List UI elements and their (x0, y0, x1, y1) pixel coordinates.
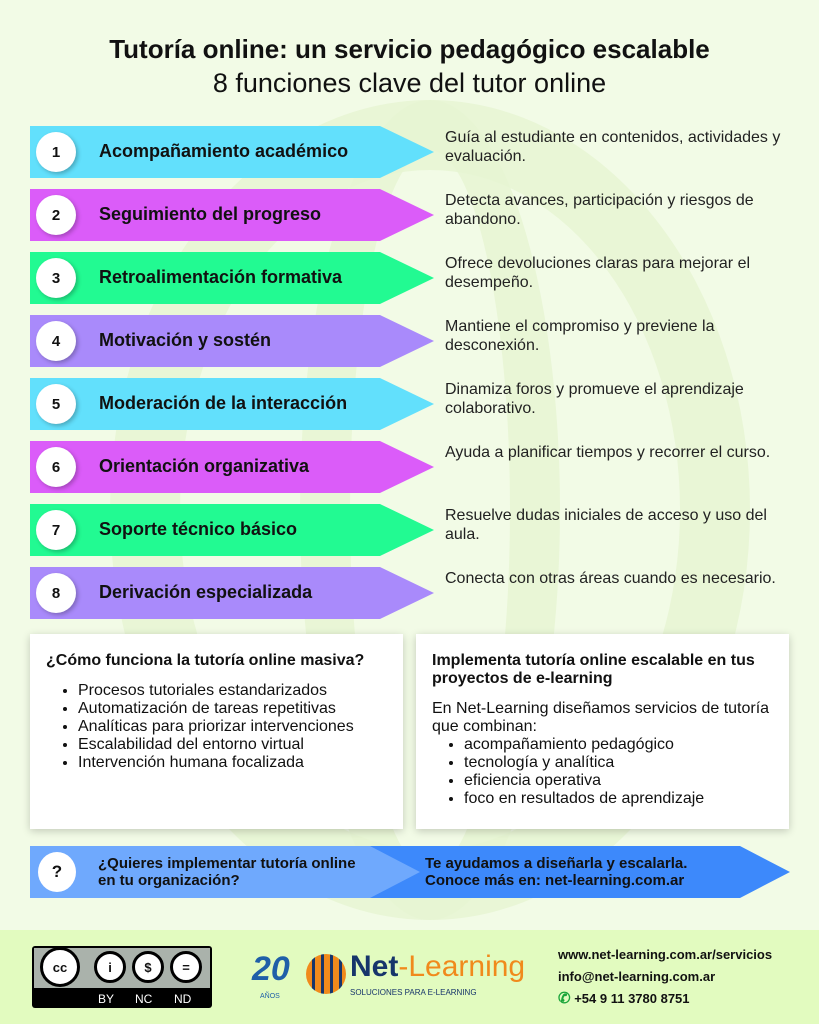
list-item: tecnología y analítica (464, 754, 773, 772)
function-arrow (30, 189, 434, 241)
function-description: Ayuda a planificar tiempos y recorrer el… (445, 444, 771, 461)
cta-question: ¿Quieres implementar tutoría online en t… (98, 855, 356, 889)
function-description: Dinamiza foros y promueve el aprendizaje… (445, 381, 744, 417)
list-item: acompañamiento pedagógico (464, 736, 773, 754)
cc-license-badge[interactable]: cc i $ = BY NC ND (32, 946, 212, 1008)
function-label: Seguimiento del progreso (99, 204, 322, 224)
function-arrow (30, 504, 434, 556)
function-row: 4 Motivación y sostén Mantiene el compro… (30, 315, 810, 367)
brand-learning: -Learning (398, 950, 526, 983)
function-number: 2 (36, 195, 76, 235)
function-label: Acompañamiento académico (99, 141, 349, 161)
anniversary-number: 20 (252, 950, 290, 988)
whatsapp-icon: ✆ (558, 990, 571, 1007)
function-number: 8 (36, 573, 76, 613)
implement-box: Implementa tutoría online escalable en t… (416, 634, 789, 829)
list-item: eficiencia operativa (464, 772, 773, 790)
cta-answer-link[interactable]: Conoce más en: net-learning.com.ar (425, 872, 685, 889)
list-item: Analíticas para priorizar intervenciones (78, 718, 387, 736)
implement-title: Implementa tutoría online escalable en t… (432, 652, 755, 687)
function-arrow (30, 378, 434, 430)
function-arrow (30, 252, 434, 304)
function-description: Detecta avances, participación y riesgos… (445, 192, 754, 228)
function-row: 7 Soporte técnico básico Resuelve dudas … (30, 504, 810, 556)
globe-icon (306, 954, 346, 994)
list-item: Automatización de tareas repetitivas (78, 700, 387, 718)
function-number: 7 (36, 510, 76, 550)
noderivatives-icon: = (170, 951, 202, 983)
function-number: 4 (36, 321, 76, 361)
list-item: Escalabilidad del entorno virtual (78, 736, 387, 754)
function-arrow (30, 315, 434, 367)
anniversary-label: AÑOS (260, 993, 280, 1000)
how-it-works-title: ¿Cómo funciona la tutoría online masiva? (46, 652, 365, 669)
function-arrow (30, 567, 434, 619)
list-item: Procesos tutoriales estandarizados (78, 682, 387, 700)
function-label: Soporte técnico básico (99, 519, 298, 539)
net-learning-logo: 20 AÑOS Net-Learning SOLUCIONES PARA E-L… (252, 946, 542, 1010)
list-item: Intervención humana focalizada (78, 754, 387, 772)
function-description: Guía al estudiante en contenidos, activi… (445, 129, 781, 165)
nc-label: NC (135, 992, 153, 1006)
function-description: Resuelve dudas iniciales de acceso y uso… (445, 507, 767, 543)
function-label: Moderación de la interacción (99, 393, 348, 413)
brand-tagline: SOLUCIONES PARA E-LEARNING (350, 988, 477, 997)
function-description: Conecta con otras áreas cuando es necesa… (445, 570, 776, 587)
function-row: 6 Orientación organizativa Ayuda a plani… (30, 441, 810, 493)
page-subtitle: 8 funciones clave del tutor online (212, 68, 607, 98)
cta-answer-line1: Te ayudamos a diseñarla y escalarla. (425, 855, 688, 872)
function-label: Retroalimentación formativa (99, 267, 343, 287)
noncommercial-icon: $ (132, 951, 164, 983)
by-label: BY (98, 992, 115, 1006)
function-label: Motivación y sostén (99, 330, 272, 350)
nd-label: ND (174, 992, 192, 1006)
function-row: 1 Acompañamiento académico Guía al estud… (30, 126, 810, 178)
email-link[interactable]: info@net-learning.com.ar (558, 969, 716, 984)
cc-icon: cc (40, 947, 80, 987)
list-item: foco en resultados de aprendizaje (464, 790, 773, 808)
footer: cc i $ = BY NC ND 20 AÑOS Net-Learning S… (0, 930, 819, 1024)
question-icon: ? (38, 852, 76, 892)
cta-arrow-left (30, 846, 420, 898)
brand-net: Net (350, 950, 399, 983)
function-arrow (30, 441, 434, 493)
function-description: Ofrece devoluciones claras para mejorar … (445, 255, 751, 291)
function-description: Mantiene el compromiso y previene la des… (445, 318, 715, 354)
function-row: 8 Derivación especializada Conecta con o… (30, 567, 810, 619)
attribution-icon: i (94, 951, 126, 983)
website-link[interactable]: www.net-learning.com.ar/servicios (558, 947, 773, 962)
how-it-works-box: ¿Cómo funciona la tutoría online masiva?… (30, 634, 403, 829)
function-number: 1 (36, 132, 76, 172)
page-title: Tutoría online: un servicio pedagógico e… (109, 34, 710, 64)
function-row: 3 Retroalimentación formativa Ofrece dev… (30, 252, 810, 304)
cta-banner[interactable]: ? ¿Quieres implementar tutoría online en… (30, 846, 790, 898)
function-label: Orientación organizativa (99, 456, 310, 476)
implement-intro: En Net-Learning diseñamos servicios de t… (432, 700, 770, 735)
function-number: 5 (36, 384, 76, 424)
phone-number[interactable]: +54 9 11 3780 8751 (574, 991, 690, 1006)
function-label: Derivación especializada (99, 582, 313, 602)
function-number: 6 (36, 447, 76, 487)
function-row: 2 Seguimiento del progreso Detecta avanc… (30, 189, 810, 241)
function-arrow (30, 126, 434, 178)
function-number: 3 (36, 258, 76, 298)
function-row: 5 Moderación de la interacción Dinamiza … (30, 378, 810, 430)
